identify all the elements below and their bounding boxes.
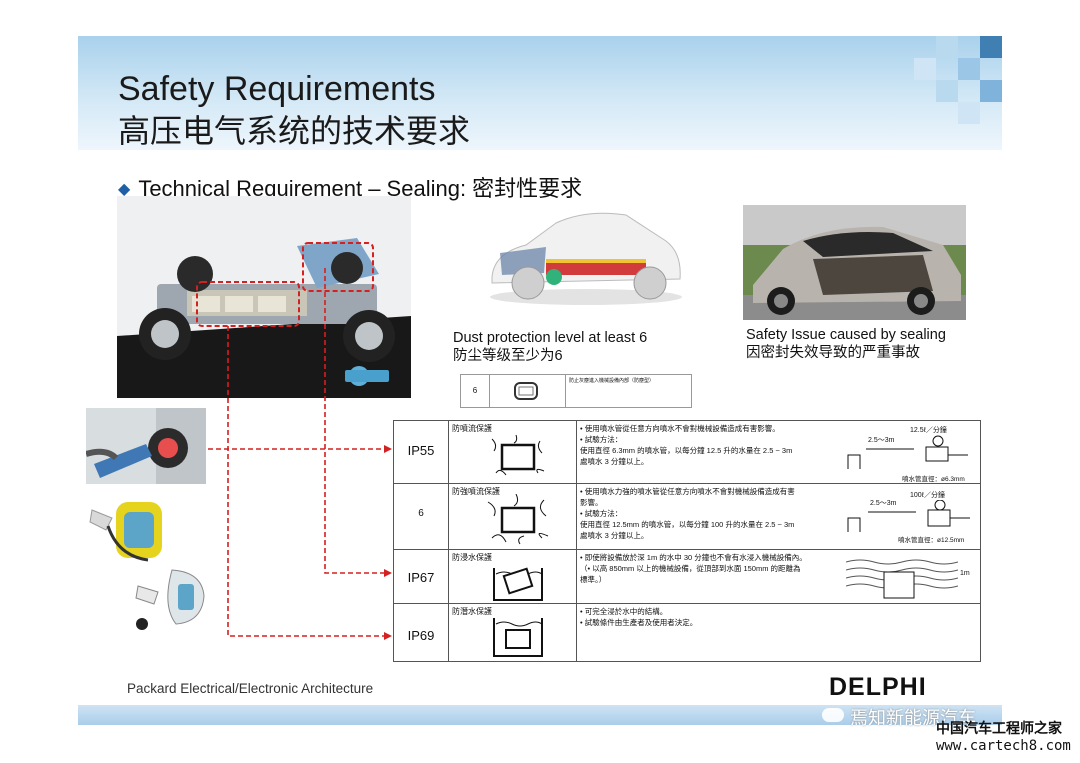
fig-distance-label: 2.5～3m bbox=[868, 437, 895, 444]
table-row: IP69 防潛水保護 • 可完全浸於水中的結構。• 試驗條件由生產者及使用者決定… bbox=[394, 603, 980, 663]
dust-caption-zh: 防尘等级至少为6 bbox=[453, 348, 563, 364]
mini-table-code: 6 bbox=[461, 375, 490, 407]
site-name: 中国汽车工程师之家 bbox=[936, 721, 1062, 737]
fig-flow-label: 100ℓ／分鐘 bbox=[910, 492, 945, 499]
water-jet-figure bbox=[491, 434, 545, 476]
footer-band bbox=[78, 705, 1002, 725]
ip-name: 防強噴流保護 bbox=[452, 487, 500, 496]
charger-white-photo bbox=[132, 566, 212, 634]
fig-flow-label: 12.5ℓ／分鐘 bbox=[910, 427, 947, 434]
ip-code: 6 bbox=[418, 508, 424, 519]
table-row: IP55 防噴流保護 • 使用噴水管從任意方向噴水不會對機械設備造成有害影響。•… bbox=[394, 421, 980, 483]
slide-title-en: Safety Requirements bbox=[118, 70, 436, 108]
ip-code: IP55 bbox=[407, 443, 435, 458]
ip-desc: • 即使將設備放於深 1m 的水中 30 分鐘也不會有水浸入機械設備內。（• 以… bbox=[580, 553, 807, 584]
fig-depth-label: 1m bbox=[960, 570, 970, 577]
submersion-figure bbox=[493, 618, 543, 657]
ip-name: 防潛水保護 bbox=[452, 607, 492, 616]
dust-caption-en: Dust protection level at least 6 bbox=[453, 330, 648, 346]
slide-title-zh: 高压电气系统的技术要求 bbox=[118, 112, 471, 150]
ev-chassis-photo bbox=[117, 196, 411, 398]
fig-nozzle-label: 噴水管直徑：ø12.5mm bbox=[898, 537, 965, 544]
ip-rating-table: IP55 防噴流保護 • 使用噴水管從任意方向噴水不會對機械設備造成有害影響。•… bbox=[393, 420, 981, 662]
table-row: IP67 防浸水保護 • 即使將設備放於深 1m 的水中 30 分鐘也不會有水浸… bbox=[394, 549, 980, 603]
arrow-head-icon bbox=[384, 569, 392, 577]
ip-desc: • 使用噴水力強的噴水管從任意方向噴水不會對機械設備造成有害 影響。• 試驗方法… bbox=[580, 487, 795, 540]
ip-code: IP69 bbox=[407, 628, 435, 643]
diamond-bullet-icon: ◆ bbox=[118, 181, 131, 198]
footer-text: Packard Electrical/Electronic Architectu… bbox=[127, 681, 374, 696]
table-row: 6 防強噴流保護 • 使用噴水力強的噴水管從任意方向噴水不會對機械設備造成有害 … bbox=[394, 483, 980, 549]
immersion-figure bbox=[493, 567, 543, 601]
arrow-head-icon bbox=[384, 445, 392, 453]
water-depth-figure bbox=[846, 559, 958, 599]
ev-xray-image bbox=[486, 203, 686, 306]
ip-code: IP67 bbox=[407, 570, 435, 585]
dust-box-figure bbox=[489, 375, 566, 407]
burnt-car-photo bbox=[743, 205, 966, 320]
watermark-text: 焉知新能源汽车 bbox=[850, 708, 976, 728]
delphi-logo: DELPHI bbox=[829, 673, 927, 701]
charger-yellow-photo bbox=[88, 496, 168, 566]
charging-plug-photo bbox=[85, 408, 206, 484]
ip-desc: • 可完全浸於水中的結構。• 試驗條件由生產者及使用者決定。 bbox=[580, 607, 698, 627]
ip-desc: • 使用噴水管從任意方向噴水不會對機械設備造成有害影響。• 試驗方法： 使用直徑… bbox=[580, 424, 793, 466]
safety-caption-en: Safety Issue caused by sealing bbox=[746, 327, 946, 343]
wechat-icon bbox=[822, 708, 844, 722]
safety-caption-zh: 因密封失效导致的严重事故 bbox=[746, 345, 920, 361]
test-setup-figure bbox=[847, 500, 970, 532]
arrow-head-icon bbox=[384, 632, 392, 640]
dust-level-mini-table: 6 防止灰塵進入機械設備內部（防塵型） bbox=[460, 374, 692, 408]
site-url: www.cartech8.com bbox=[936, 738, 1071, 754]
ip-name: 防浸水保護 bbox=[452, 553, 492, 562]
test-setup-figure bbox=[847, 435, 968, 469]
header-band bbox=[78, 36, 1002, 150]
mini-table-text: 防止灰塵進入機械設備內部（防塵型） bbox=[569, 378, 655, 384]
strong-water-jet-figure bbox=[487, 494, 549, 545]
fig-distance-label: 2.5～3m bbox=[870, 500, 897, 507]
ip-name: 防噴流保護 bbox=[452, 424, 492, 433]
fig-nozzle-label: 噴水管直徑：ø6.3mm bbox=[902, 476, 965, 483]
